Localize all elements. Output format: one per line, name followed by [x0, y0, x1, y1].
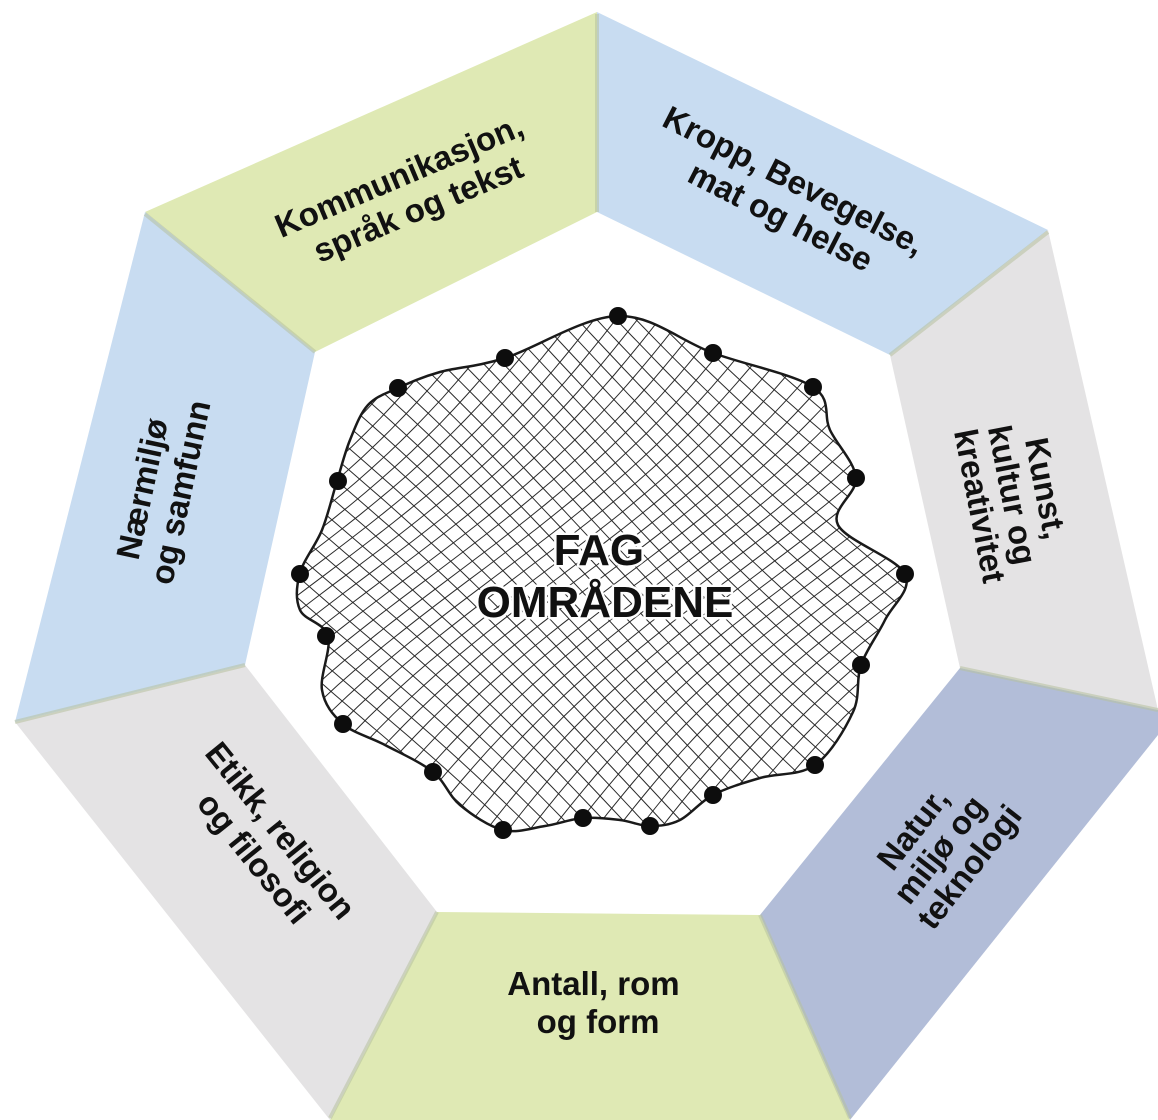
- net-strand: [349, 362, 822, 832]
- segment-kropp: [597, 12, 1048, 355]
- net-weight: [704, 786, 722, 804]
- net-strand: [570, 537, 907, 832]
- net-strand: [485, 315, 907, 668]
- net-strand: [327, 320, 810, 761]
- net-weight: [704, 344, 722, 362]
- net-strand: [508, 315, 907, 643]
- net-strand: [547, 517, 907, 832]
- net-strand: [524, 496, 907, 832]
- label-antall: Antall, rom og form: [507, 965, 689, 1040]
- net-strand: [437, 422, 907, 832]
- net-strand: [375, 366, 860, 807]
- net-weight: [291, 565, 309, 583]
- net-weight: [806, 756, 824, 774]
- net-strand: [296, 315, 760, 717]
- net-weight: [494, 821, 512, 839]
- net-weight: [641, 817, 659, 835]
- net-weight: [389, 379, 407, 397]
- net-strand: [296, 315, 629, 603]
- net-strand: [362, 355, 848, 795]
- net-strand: [296, 315, 663, 633]
- net-strand: [338, 332, 823, 773]
- net-strand: [302, 429, 770, 832]
- net-strand: [581, 547, 907, 832]
- segment-kunst: [890, 230, 1158, 710]
- net-strand: [531, 315, 907, 620]
- net-strand: [425, 411, 906, 832]
- segment-etikk: [15, 665, 437, 1120]
- net-strand: [296, 518, 691, 832]
- segment-seams: [14, 14, 1158, 1119]
- net-strand: [296, 482, 725, 832]
- net-strand: [296, 315, 640, 613]
- net-weight: [317, 627, 335, 645]
- net-strand: [350, 343, 835, 784]
- net-strand: [296, 552, 656, 832]
- net-strand: [398, 315, 871, 775]
- net-strand: [388, 315, 861, 788]
- net-weight: [804, 378, 822, 396]
- net-strand: [296, 315, 651, 623]
- net-strand: [554, 315, 907, 598]
- net-weight: [496, 349, 514, 367]
- net-weight: [896, 565, 914, 583]
- net-strand: [496, 315, 907, 656]
- segment-natur: [760, 668, 1158, 1120]
- net-strand: [387, 377, 872, 818]
- net-strand: [296, 315, 773, 728]
- net-strand: [296, 541, 667, 832]
- net-strand: [296, 315, 710, 675]
- net-weight: [424, 763, 442, 781]
- net-strand: [412, 400, 895, 832]
- net-strand: [400, 389, 883, 830]
- net-strand: [296, 315, 686, 654]
- net-strand: [296, 315, 747, 706]
- net-weight: [574, 809, 592, 827]
- net-weights: [291, 307, 914, 839]
- net-weight: [329, 472, 347, 490]
- net-strand: [315, 315, 798, 750]
- net-weight: [847, 469, 865, 487]
- segment-antall: [330, 912, 850, 1120]
- segments-ring: [15, 12, 1158, 1120]
- net-strand: [296, 494, 714, 832]
- segment-naermiljo: [15, 212, 315, 722]
- net-weight: [609, 307, 627, 325]
- net-strand: [543, 315, 907, 609]
- center-title: FAG OMRÅDENE: [477, 526, 734, 627]
- net-strand: [339, 375, 812, 832]
- net-strand: [559, 527, 907, 832]
- net-weight: [852, 656, 870, 674]
- net-weight: [334, 715, 352, 733]
- net-strand: [311, 416, 780, 832]
- net-strand: [409, 315, 880, 761]
- net-strand: [296, 469, 736, 832]
- net-strand: [296, 315, 698, 664]
- net-strand: [296, 507, 702, 832]
- net-strand: [304, 315, 785, 739]
- segment-kommunikasjon: [145, 12, 597, 352]
- net-strand: [419, 315, 890, 748]
- net-strand: [330, 389, 801, 832]
